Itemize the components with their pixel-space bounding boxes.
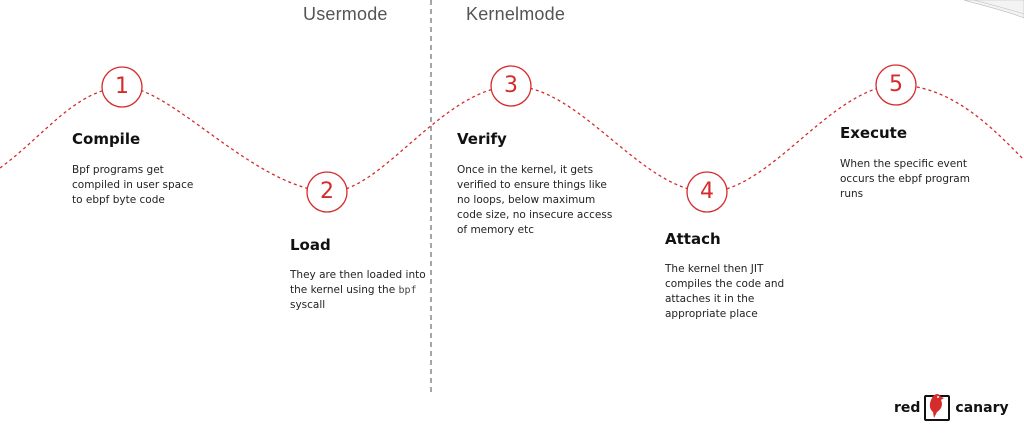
step-circle-1 bbox=[101, 66, 143, 108]
step-desc-load: They are then loaded into the kernel usi… bbox=[290, 268, 440, 313]
step-number-4: 4 bbox=[700, 179, 714, 204]
step-title-load: Load bbox=[290, 236, 331, 254]
desc-line: code size, no insecure access bbox=[457, 209, 613, 221]
step-title-execute: Execute bbox=[840, 124, 908, 142]
desc-line: The kernel then JIT bbox=[665, 263, 764, 275]
desc-line: to ebpf byte code bbox=[72, 194, 165, 206]
bpf-code-token: bpf bbox=[398, 285, 417, 296]
desc-text: the kernel using the bbox=[290, 284, 399, 296]
step-desc-compile: Bpf programs get compiled in user space … bbox=[72, 163, 212, 208]
desc-line-with-code: the kernel using the bpf bbox=[290, 283, 440, 298]
desc-line: occurs the ebpf program bbox=[840, 173, 970, 185]
desc-line: Once in the kernel, it gets bbox=[457, 164, 594, 176]
step-circle-3 bbox=[490, 65, 532, 107]
kernelmode-label: Kernelmode bbox=[466, 4, 566, 24]
desc-line: They are then loaded into bbox=[290, 269, 426, 281]
desc-line: Bpf programs get bbox=[72, 164, 164, 176]
step-title-compile: Compile bbox=[72, 130, 141, 148]
step-desc-attach: The kernel then JIT compiles the code an… bbox=[665, 262, 795, 322]
desc-line: no loops, below maximum bbox=[457, 194, 596, 206]
step-desc-verify: Once in the kernel, it gets verified to … bbox=[457, 163, 617, 238]
step-circle-5 bbox=[875, 64, 917, 106]
desc-line: syscall bbox=[290, 299, 326, 311]
desc-line: When the specific event bbox=[840, 158, 967, 170]
logo-word-left: red bbox=[894, 400, 921, 416]
usermode-label: Usermode bbox=[303, 4, 388, 24]
step-title-verify: Verify bbox=[457, 130, 507, 148]
desc-line: verified to ensure things like bbox=[457, 179, 607, 191]
step-number-2: 2 bbox=[320, 179, 334, 204]
desc-line: runs bbox=[840, 188, 864, 200]
canary-bird-icon bbox=[924, 394, 951, 421]
step-number-3: 3 bbox=[504, 73, 518, 98]
step-circle-4 bbox=[686, 171, 728, 213]
desc-line: compiled in user space bbox=[72, 179, 194, 191]
red-canary-logo: red canary bbox=[894, 393, 1009, 423]
logo-word-right: canary bbox=[955, 400, 1009, 416]
desc-line: of memory etc bbox=[457, 224, 535, 236]
step-title-attach: Attach bbox=[665, 230, 721, 248]
desc-line: compiles the code and bbox=[665, 278, 785, 290]
desc-line: attaches it in the bbox=[665, 293, 755, 305]
step-desc-execute: When the specific event occurs the ebpf … bbox=[840, 157, 980, 202]
step-number-5: 5 bbox=[889, 72, 903, 97]
desc-line: appropriate place bbox=[665, 308, 758, 320]
step-circle-2 bbox=[306, 171, 348, 213]
page-curl-decoration bbox=[964, 0, 1024, 19]
step-number-1: 1 bbox=[115, 74, 129, 99]
